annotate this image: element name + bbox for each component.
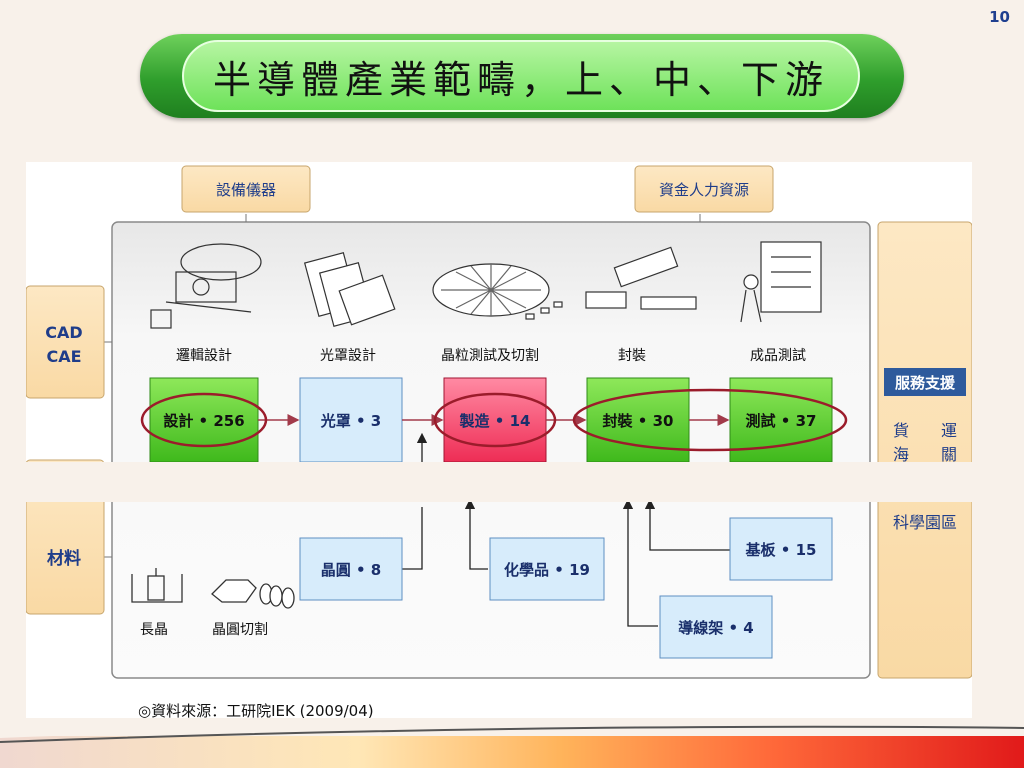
illustration-caption: 光罩設計 bbox=[320, 348, 376, 364]
illustration-caption: 晶粒測試及切割 bbox=[441, 347, 539, 364]
final-test-illustration bbox=[740, 241, 822, 323]
wafer-cutting-illustration bbox=[211, 579, 295, 609]
right-panel-services: 服務支援 貨 運 海 關 科學園區 bbox=[877, 221, 972, 679]
material-illustration-caption: 長晶 bbox=[140, 622, 168, 638]
top-box-label: 資金人力資源 bbox=[659, 181, 749, 199]
stage-design: 設計 • 256 bbox=[149, 377, 259, 463]
source-caption: ◎資料來源：工研院IEK (2009/04) bbox=[138, 702, 374, 718]
material-chemicals: 化學品 • 19 bbox=[489, 537, 605, 601]
material-label: 導線架 • 4 bbox=[678, 619, 753, 637]
material-illustration-caption: 晶圓切割 bbox=[212, 621, 268, 638]
material-label: 晶圓 • 8 bbox=[321, 561, 381, 579]
illustration-caption: 成品測試 bbox=[750, 348, 806, 364]
stage-label: 製造 • 14 bbox=[459, 412, 531, 430]
material-label: 基板 • 15 bbox=[745, 541, 817, 559]
top-box-capital: 資金人力資源 bbox=[634, 165, 774, 213]
slide-title: 半導體產業範疇，上、中、下游 bbox=[212, 57, 829, 102]
bottom-decoration bbox=[0, 724, 1024, 768]
left-box-label-1: CAD bbox=[45, 323, 82, 342]
highlight-ellipse bbox=[572, 388, 848, 452]
crystal-growth-illustration bbox=[131, 568, 183, 603]
wafer-illustration bbox=[432, 263, 563, 320]
connector bbox=[402, 507, 423, 570]
overlay-band bbox=[26, 462, 972, 502]
stage-label: 測試 • 37 bbox=[746, 412, 817, 430]
logic-design-illustration bbox=[150, 243, 262, 329]
service-item: 科學園區 bbox=[893, 513, 957, 532]
stage-manufacturing: 製造 • 14 bbox=[443, 377, 547, 463]
left-box-label-2: CAE bbox=[46, 347, 81, 366]
title-inner: 半導體產業範疇，上、中、下游 bbox=[182, 40, 860, 112]
material-wafer: 晶圓 • 8 bbox=[299, 537, 403, 601]
illustration-caption: 封裝 bbox=[618, 348, 646, 364]
page-number: 10 bbox=[989, 8, 1010, 26]
material-substrate: 基板 • 15 bbox=[729, 517, 833, 581]
top-box-label: 設備儀器 bbox=[216, 181, 276, 199]
stage-photomask: 光罩 • 3 bbox=[299, 377, 403, 463]
service-item: 貨 運 bbox=[893, 421, 957, 440]
stage-label: 設計 • 256 bbox=[163, 412, 244, 430]
left-box-label: 材料 bbox=[47, 548, 81, 569]
left-box-cad: CAD CAE bbox=[26, 285, 105, 399]
connector bbox=[622, 498, 658, 627]
services-header-bg bbox=[884, 368, 966, 396]
top-box-equipment: 設備儀器 bbox=[181, 165, 311, 213]
material-label: 化學品 • 19 bbox=[504, 561, 590, 579]
stage-label: 光罩 • 3 bbox=[320, 412, 381, 430]
highlight-ellipse bbox=[433, 392, 557, 448]
service-item: 海 關 bbox=[893, 445, 957, 464]
industry-diagram: 設備儀器 資金人力資源 CAD CAE 材料 服務支援 貨 運 海 關 科學園區 bbox=[26, 162, 972, 718]
connector bbox=[464, 498, 488, 570]
stage-label: 封裝 • 30 bbox=[603, 412, 674, 430]
highlight-ellipse bbox=[140, 392, 268, 448]
services-header: 服務支援 bbox=[895, 374, 956, 392]
material-leadframe: 導線架 • 4 bbox=[659, 595, 773, 659]
connector bbox=[644, 498, 730, 551]
package-illustration bbox=[585, 246, 697, 310]
illustration-caption: 邏輯設計 bbox=[176, 348, 232, 364]
photomask-illustration bbox=[303, 252, 396, 327]
